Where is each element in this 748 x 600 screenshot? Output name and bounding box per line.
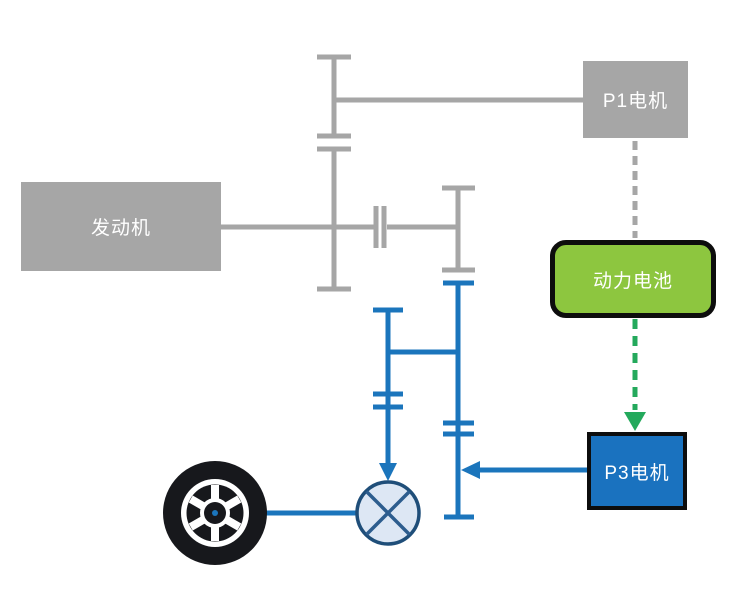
battery-p3-power-arrow (624, 319, 646, 431)
p1-motor-box: P1电机 (583, 61, 688, 138)
battery-label: 动力电池 (592, 270, 673, 292)
clutch-icon (373, 206, 387, 248)
engine-label: 发动机 (90, 218, 151, 239)
p1-motor-label: P1电机 (602, 91, 669, 112)
battery-box: 动力电池 (550, 240, 716, 318)
down-arrow-icon (624, 412, 646, 431)
engine-box: 发动机 (21, 182, 221, 271)
left-arrow-icon (461, 461, 480, 479)
blue-drive-train (214, 280, 589, 520)
down-arrow-icon (379, 463, 397, 481)
differential-icon (355, 480, 421, 546)
gray-gear-train (221, 54, 638, 292)
p3-motor-box: P3电机 (587, 432, 687, 510)
p3-motor-label: P3电机 (604, 462, 670, 484)
wheel-icon (163, 461, 267, 565)
